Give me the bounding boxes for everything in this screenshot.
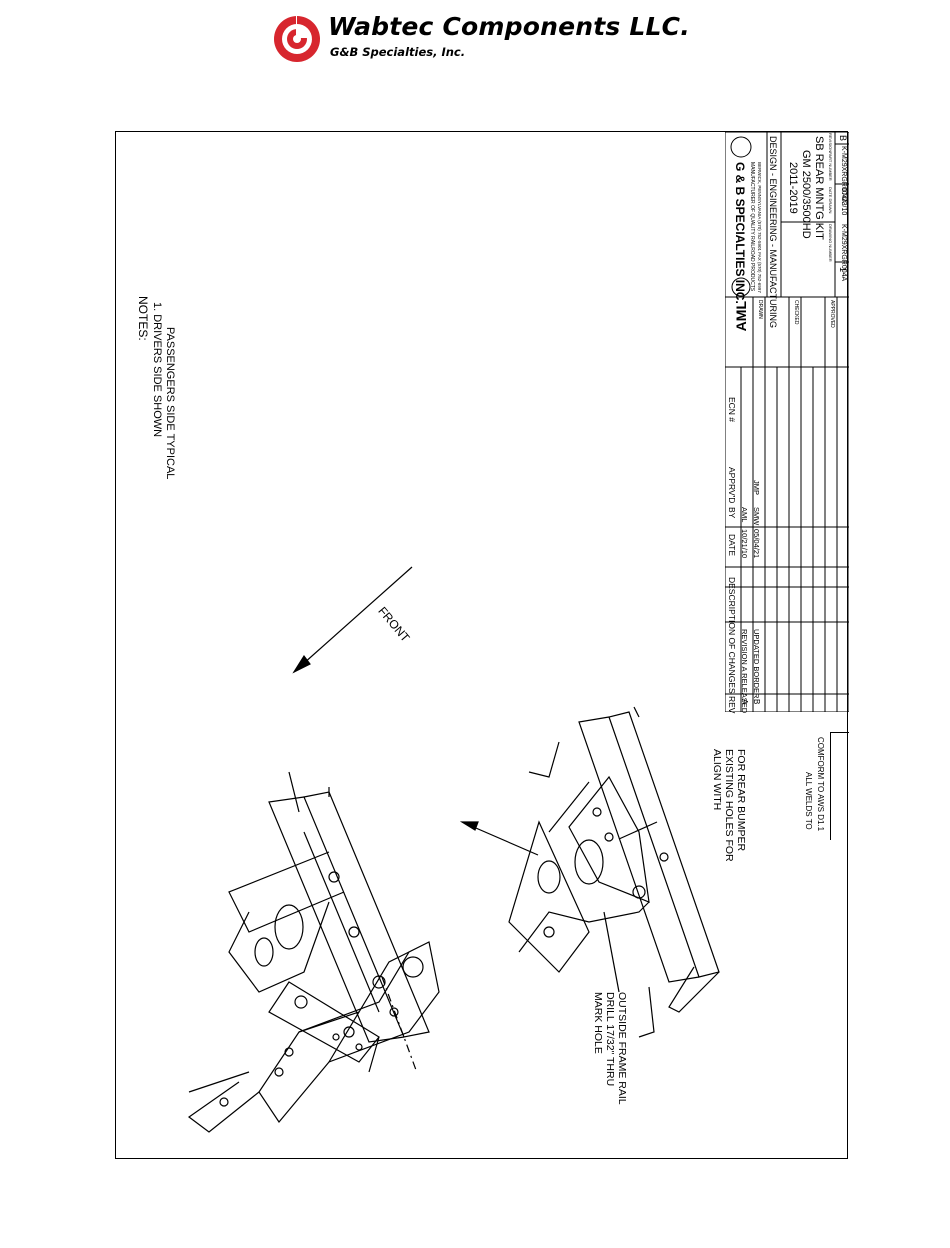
align-leader <box>618 821 658 840</box>
rev-header-ecn: ECN # <box>727 397 737 423</box>
rev-header-desc: DESCRIPTION OF CHANGES <box>727 577 737 694</box>
frame-rail-before <box>228 771 430 1073</box>
tb-drawing-no: K-M29XRGR004A <box>840 224 847 282</box>
assembly-drawing <box>187 566 720 1133</box>
wabtec-logo-icon <box>274 14 322 62</box>
tb-drawing-label: DRAWING NUMBER <box>828 224 833 262</box>
title-block: G & B SPECIALTIES INC. MANUFACTURER OF Q… <box>725 132 849 328</box>
revision-table: REV DESCRIPTION OF CHANGES DATE BY APPRV… <box>725 367 849 714</box>
tb-part-label: PART NUMBER <box>828 152 833 181</box>
tb-design: DESIGN - ENGINEERING - MANUFACTURING <box>768 136 778 329</box>
drawn-label: DRAWN <box>757 300 763 319</box>
tb-title-3: SB REAR MNTG KIT <box>813 136 825 240</box>
mark-hole-leader <box>603 911 620 993</box>
company-name: Wabtec Components LLC. <box>328 12 690 41</box>
frame-rail-after <box>508 706 720 1038</box>
rev-row-a-desc: REVISION A RELEASED <box>740 629 749 714</box>
tb-title-2: GM 2500/3500HD <box>800 150 812 239</box>
tb-title-1: 2011-2019 <box>787 162 799 214</box>
weld-note-underline <box>830 732 831 840</box>
approved-label: APPROVED <box>829 300 835 328</box>
weld-note-rule <box>831 732 849 733</box>
bracket-loose <box>187 941 440 1133</box>
rev-header-date: DATE <box>727 534 737 557</box>
callout-align-1: ALIGN WITH <box>711 749 723 811</box>
drawing-sheet: NOTES: 1. DRIVERS SIDE SHOWN PASSENGERS … <box>115 131 849 1160</box>
weld-note-1: ALL WELDS TO <box>804 772 813 830</box>
rev-row-b-by: SMW <box>752 507 761 526</box>
rev-header-apprvd: APPRV'D <box>727 467 737 504</box>
rev-header-by: BY <box>727 507 737 519</box>
callout-align-2: EXISTING HOLES FOR <box>723 749 735 862</box>
weld-note-2: COMFORM TO AWS D1.1 <box>816 737 825 832</box>
drawn-by-value: AML <box>733 301 749 332</box>
rotated-drawing: NOTES: 1. DRIVERS SIDE SHOWN PASSENGERS … <box>116 132 849 1160</box>
checked-label: CHECKED <box>793 300 799 325</box>
rev-row-b-rev: B <box>752 699 761 705</box>
tb-part-no: K-M29XRGR004A <box>840 146 847 204</box>
callout-mark-2: DRILL 17/32" THRU <box>604 992 616 1087</box>
callout-align-3: FOR REAR BUMPER <box>735 749 747 852</box>
rev-row-b-desc: UPDATED BORDER <box>752 629 761 699</box>
callout-mark-3: OUTSIDE FRAME RAIL <box>616 992 628 1105</box>
tb-date-label: DATE DRAWN <box>828 187 833 214</box>
approval-block: AML DRAWN CHECKED APPROVED <box>725 297 849 367</box>
alignment-centerline <box>381 976 417 1071</box>
company-subtitle: G&B Specialties, Inc. <box>330 45 466 59</box>
tb-manufacturer: MANUFACTURER OF QUALITY RAILROAD PRODUCT… <box>749 162 755 292</box>
page-header: Wabtec Components LLC. G&B Specialties, … <box>0 0 950 80</box>
tb-revision-label: REVISION <box>828 133 833 153</box>
rev-row-b-apprvd: JMP <box>752 480 761 495</box>
tb-revision: B <box>838 135 848 142</box>
rev-row-b-date: 05/04/21 <box>752 529 761 559</box>
rev-header-rev: REV <box>727 696 737 714</box>
callout-mark-1: MARK HOLE <box>592 992 604 1054</box>
tb-company: G & B SPECIALTIES INC. <box>733 162 747 304</box>
rev-row-a-by: AML <box>740 507 749 523</box>
front-arrow <box>293 566 413 673</box>
tb-address: BERWICK, PENNSYLVANIA (570) 752-5901 FAX… <box>757 162 762 293</box>
rev-row-a-date: 10/21/10 <box>740 529 749 559</box>
